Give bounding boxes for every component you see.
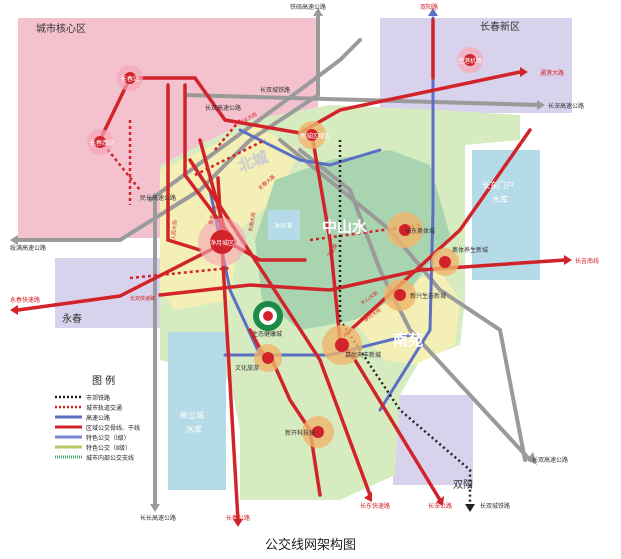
legend-title: 图 例 bbox=[92, 374, 115, 387]
hubs bbox=[87, 47, 483, 448]
legend-label: 特色公交（Ⅰ级） bbox=[86, 434, 130, 442]
legend-label: 高速公路 bbox=[86, 414, 110, 422]
label-left-red: 永春快速路 bbox=[10, 296, 40, 304]
label-right-changshen: 长深高速公路 bbox=[548, 102, 584, 110]
legend: 图 例 市郊铁路 城市轨道交通 高速公路 区域公交骨线、干线 特色公交（Ⅰ级） … bbox=[55, 374, 140, 462]
label-bottom-changyu: 长长高速公路 bbox=[140, 514, 176, 522]
street-label: 人民大街 bbox=[170, 220, 179, 241]
station-label: 奥体养生新城 bbox=[452, 246, 488, 254]
station-label: 新城区域区 bbox=[300, 132, 330, 140]
station-label: 新开科技城 bbox=[285, 429, 315, 437]
legend-label: 特色公交（Ⅱ级） bbox=[86, 444, 131, 452]
label-top-highway: 铁硕高速公路 bbox=[290, 3, 326, 11]
label-right-top-red: 通港大路 bbox=[540, 69, 564, 77]
label-bottom-rail: 长双城铁路 bbox=[480, 502, 510, 510]
label-inner-airport: 长双高速公路 bbox=[205, 104, 241, 112]
changdong-gate-label: 长东门户 bbox=[482, 180, 514, 190]
label-top-red: 双阳路 bbox=[420, 3, 438, 11]
xincheng-label: 新立城 bbox=[180, 410, 204, 420]
station-label: 长春西站 bbox=[90, 139, 114, 147]
urban-yellow-beicheng bbox=[160, 125, 300, 310]
zone-changchun-new-label: 长春新区 bbox=[480, 20, 520, 33]
label-inner-fw: 民长高速公路 bbox=[140, 194, 176, 202]
zone-nanyuan-label: 南苑 bbox=[393, 331, 423, 349]
street-label: 亚泰大街 bbox=[207, 204, 219, 225]
map-caption: 公交线网架构图 bbox=[264, 538, 356, 553]
highways bbox=[16, 10, 542, 507]
arrows bbox=[10, 8, 572, 527]
street-label: 长双快速路 bbox=[130, 295, 155, 302]
legend-label: 区域公交骨线、干线 bbox=[86, 424, 140, 432]
street-label: 净月潭 bbox=[274, 222, 292, 230]
station-label: 生态健康城 bbox=[252, 330, 282, 338]
label-right-changji: 长吉南线 bbox=[575, 257, 599, 265]
station-label: 空港机场 bbox=[458, 57, 482, 65]
xincheng-reservoir bbox=[168, 332, 226, 490]
label-inner-changshuang: 长双城铁路 bbox=[260, 86, 290, 94]
legend-label: 城市内部公交支线 bbox=[86, 454, 134, 462]
label-right-changshuang: 长双高速公路 bbox=[532, 456, 568, 464]
changdong-reservoir bbox=[472, 150, 540, 280]
zone-yongchun-label: 永春 bbox=[62, 312, 82, 325]
legend-label: 市郊铁路 bbox=[86, 394, 110, 402]
zone-beicheng-label: 北城 bbox=[236, 148, 270, 175]
xincheng-sub-label: 水库 bbox=[186, 424, 202, 434]
label-left-highway: 绥满高速公路 bbox=[10, 244, 46, 252]
jingyue-lake bbox=[268, 210, 300, 240]
label-bottom-changsheng: 长深公路 bbox=[428, 502, 452, 510]
label-bottom-changshen2: 长东快速路 bbox=[360, 502, 390, 510]
street-label: 东南大街 bbox=[247, 211, 257, 232]
zone-zhongshanshui-label: 中山水 bbox=[322, 218, 368, 236]
zone-core-label: 城市核心区 bbox=[36, 22, 86, 35]
station-label: 新兴生态新城 bbox=[410, 292, 446, 300]
label-bottom-changchun: 长春公路 bbox=[226, 514, 250, 522]
station-label: 长东奥体城 bbox=[405, 227, 435, 235]
suburban-rail bbox=[338, 140, 472, 505]
legend-label: 城市轨道交通 bbox=[86, 404, 122, 412]
station-label: 慕尚天丰新城 bbox=[345, 351, 381, 359]
station-label: 净月城区 bbox=[210, 239, 234, 247]
zone-shuangyang-label: 双阳 bbox=[453, 479, 473, 491]
station-label: 文化旅游 bbox=[235, 364, 259, 372]
station-label: 长春站 bbox=[121, 75, 139, 83]
changdong-gate-sub-label: 水库 bbox=[492, 194, 508, 204]
